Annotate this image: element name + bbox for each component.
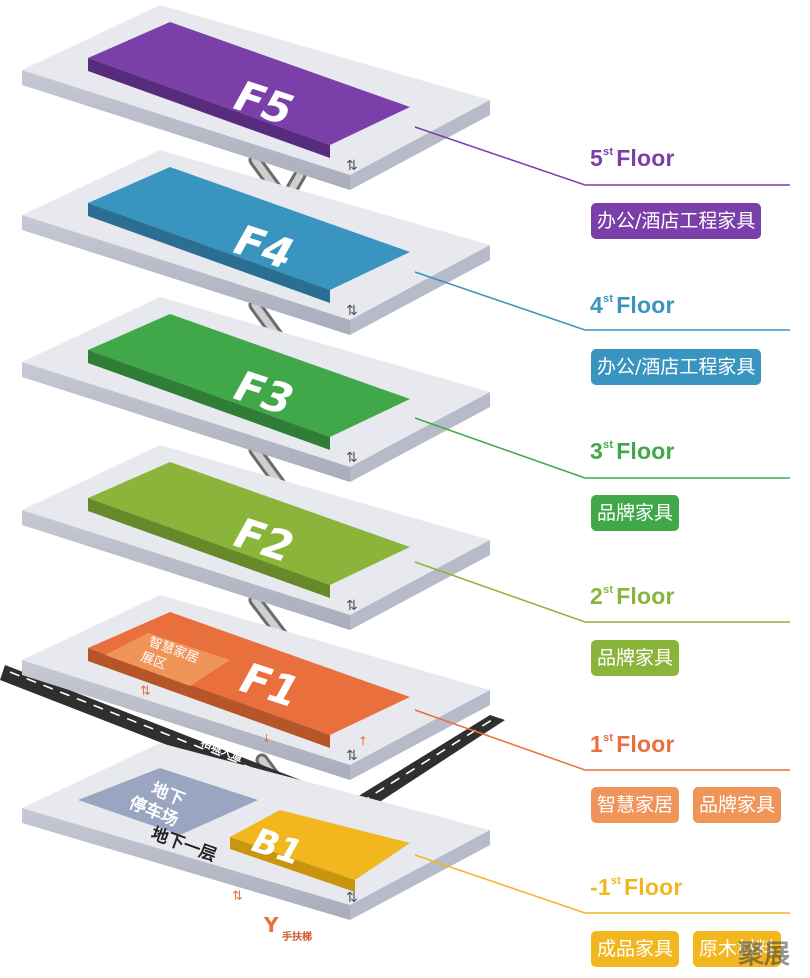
parking-area bbox=[78, 768, 258, 835]
exit-icon: ↑ bbox=[358, 734, 368, 748]
f4-zone bbox=[88, 167, 410, 290]
exit-icon: ↓ bbox=[262, 732, 271, 745]
floor-b1: 地下 停车场 B1 地下一层 手扶梯 Y ⇅ ⇅ bbox=[22, 743, 490, 943]
elevator-icon: ⇅ bbox=[346, 748, 358, 764]
escalator-icon: Y bbox=[263, 913, 279, 937]
floor-f1: 智慧家居 展区 F1 ⇅ ↓ ↑ ⇅ bbox=[22, 595, 490, 780]
escalator-label: 手扶梯 bbox=[282, 930, 312, 943]
tag-b1-1: 成品家具 bbox=[591, 931, 680, 967]
elevator-icon: ⇅ bbox=[346, 890, 358, 906]
f3-zone bbox=[88, 314, 410, 437]
floor-f2: F2 ⇅ bbox=[22, 445, 490, 630]
leader-lines bbox=[414, 126, 790, 914]
elevator-icon: ⇅ bbox=[346, 450, 358, 466]
tag-f1-1: 智慧家居 bbox=[591, 787, 680, 823]
watermark: 聚展 bbox=[738, 940, 791, 970]
elevator-icon: ⇅ bbox=[346, 303, 358, 319]
tag-b1-2: 原木材料 bbox=[693, 931, 782, 967]
floor-f3: F3 ⇅ bbox=[22, 297, 490, 482]
exit-icon: ⇅ bbox=[140, 684, 151, 699]
b1-zone bbox=[230, 810, 410, 880]
smart-home-zone bbox=[105, 633, 230, 686]
tag-f3-1: 品牌家具 bbox=[591, 495, 680, 531]
elevator-icon: ⇅ bbox=[346, 158, 358, 174]
elevator-icon: ⇅ bbox=[346, 598, 358, 614]
tag-f4-1: 办公/酒店工程家具 bbox=[591, 349, 762, 385]
floor-f5: F5 ⇅ bbox=[22, 5, 490, 190]
tag-f5-1: 办公/酒店工程家具 bbox=[591, 203, 762, 239]
f5-zone bbox=[88, 22, 410, 145]
f2-zone bbox=[88, 462, 410, 585]
exit-icon: ⇅ bbox=[232, 889, 243, 904]
tag-f1-2: 品牌家具 bbox=[693, 787, 782, 823]
tag-f2-1: 品牌家具 bbox=[591, 640, 680, 676]
floor-f4: F4 ⇅ bbox=[22, 150, 490, 335]
